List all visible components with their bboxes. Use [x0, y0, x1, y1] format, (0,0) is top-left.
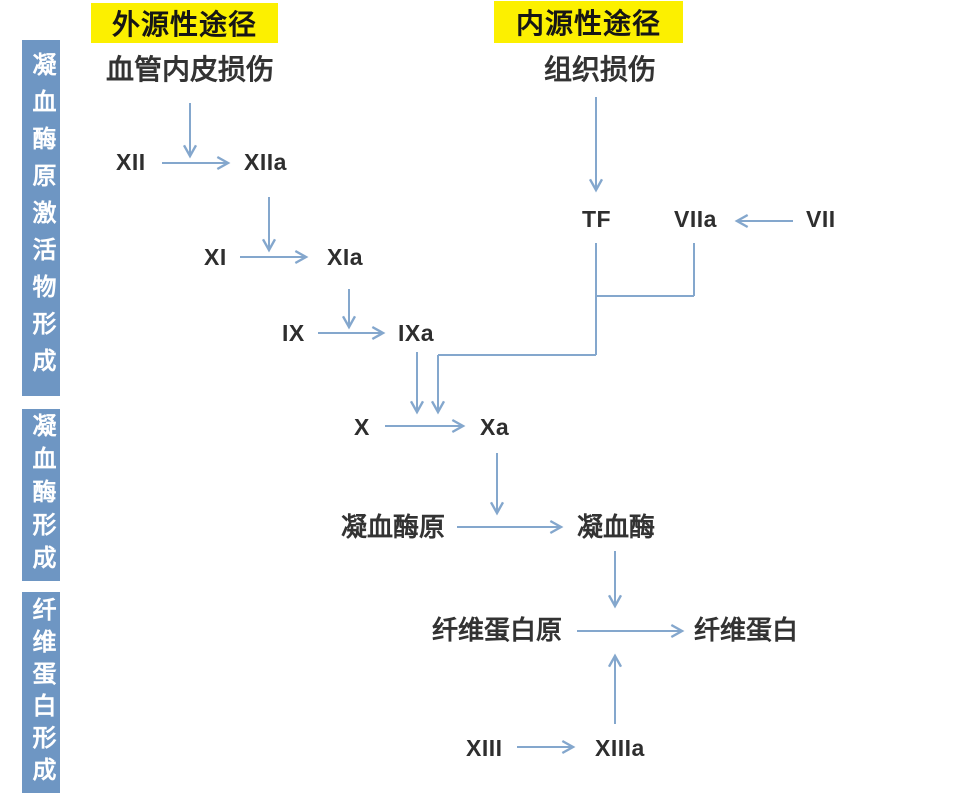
node-tissue-factor: TF: [582, 206, 612, 232]
sidebar-stage-prothrombin-activator: 凝血酶原激活物形成: [22, 40, 60, 396]
sidebar-stage-label: 纤维蛋白形成: [28, 596, 55, 789]
sidebar-stage-label: 凝血酶原激活物形成: [28, 51, 55, 385]
node-factor-xa: Xa: [480, 414, 510, 440]
node-tissue-injury: 组织损伤: [544, 54, 657, 85]
node-factor-xiia: XIIa: [244, 149, 287, 175]
intrinsic-pathway-label: 内源性途径: [515, 8, 661, 39]
node-factor-vii: VII: [806, 206, 836, 232]
node-fibrinogen: 纤维蛋白原: [432, 615, 563, 645]
sidebar-stage-fibrin-formation: 纤维蛋白形成: [22, 592, 60, 793]
node-factor-xi: XI: [204, 244, 227, 270]
sidebar-stage-label: 凝血酶形成: [28, 412, 55, 578]
node-factor-xiiia: XIIIa: [595, 735, 645, 761]
node-vascular-endothelium-injury: 血管内皮损伤: [106, 54, 275, 85]
extrinsic-pathway-banner: 外源性途径: [91, 3, 278, 43]
node-factor-ix: IX: [282, 320, 305, 346]
node-factor-viia: VIIa: [674, 206, 717, 232]
node-thrombin: 凝血酶: [577, 512, 656, 542]
node-factor-xii: XII: [116, 149, 146, 175]
intrinsic-pathway-banner: 内源性途径: [494, 1, 683, 43]
node-factor-xiii: XIII: [466, 735, 503, 761]
node-factor-ixa: IXa: [398, 320, 435, 346]
node-factor-xia: XIa: [327, 244, 364, 270]
sidebar-stage-thrombin-formation: 凝血酶形成: [22, 409, 60, 581]
node-fibrin: 纤维蛋白: [694, 615, 799, 645]
extrinsic-pathway-label: 外源性途径: [111, 9, 257, 40]
node-prothrombin: 凝血酶原: [341, 512, 446, 542]
node-factor-x: X: [354, 414, 370, 440]
